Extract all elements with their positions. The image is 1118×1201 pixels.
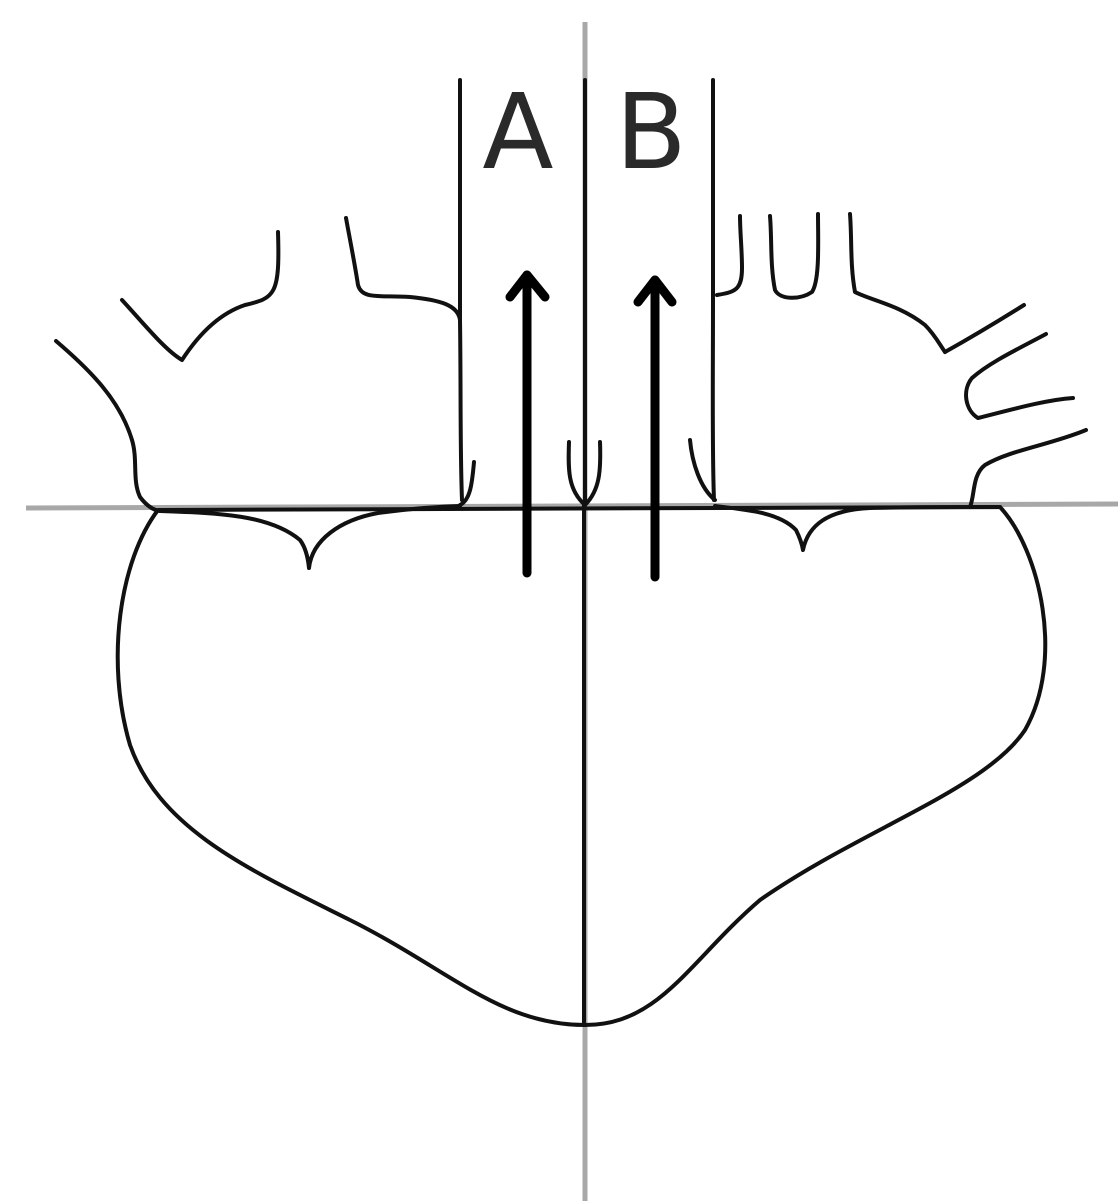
left-lobe-finger-1	[122, 232, 278, 360]
channel-a-label: A	[482, 71, 553, 193]
right-lobe-finger-4	[945, 305, 1024, 352]
arrow-b	[638, 280, 672, 577]
right-lobe-finger-5	[966, 334, 1073, 418]
lower-body	[118, 505, 1046, 1025]
arrow-a	[510, 275, 545, 573]
channel-left-wall	[460, 80, 462, 500]
channel-b-label: B	[615, 71, 686, 193]
flow-arrows	[510, 275, 672, 577]
left-lobe-finger-2	[346, 218, 460, 320]
right-lobe-finger-3	[850, 214, 945, 352]
right-lobe-finger-2	[770, 214, 818, 298]
right-lobe-finger-1	[717, 216, 742, 295]
lower-body-outline	[118, 507, 1046, 1025]
lower-body-top-left-edge	[160, 506, 460, 568]
right-upper-lobe	[690, 214, 1086, 507]
lower-body-top-right-edge	[715, 506, 1000, 550]
left-upper-lobe	[56, 218, 474, 511]
right-lobe-finger-6	[970, 430, 1086, 507]
left-lobe-outline	[56, 341, 160, 511]
channel-right-wall	[713, 80, 714, 500]
